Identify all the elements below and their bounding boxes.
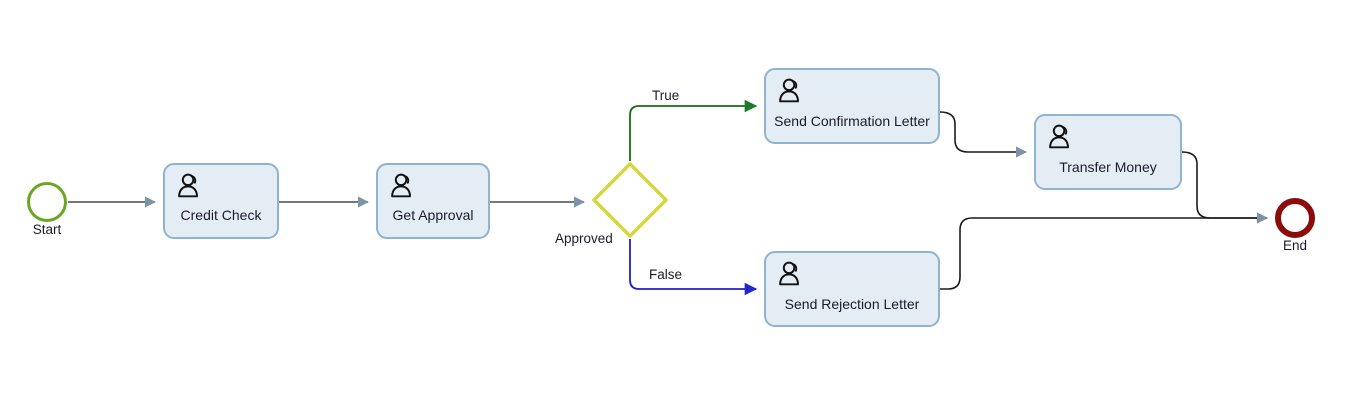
start-event-label: Start bbox=[32, 222, 62, 237]
user-task-icon bbox=[775, 259, 805, 289]
gateway-label-approved: Approved bbox=[555, 231, 613, 246]
edge-label-false: False bbox=[649, 267, 683, 282]
task-transfer-money[interactable]: Transfer Money bbox=[1034, 114, 1182, 190]
start-event[interactable] bbox=[27, 182, 67, 222]
gateway-diamond-shape bbox=[592, 162, 668, 238]
task-get-approval[interactable]: Get Approval bbox=[376, 163, 490, 239]
task-send-confirmation-letter[interactable]: Send Confirmation Letter bbox=[764, 68, 940, 144]
user-task-icon bbox=[174, 171, 204, 201]
edge-label-true: True bbox=[652, 88, 680, 103]
user-task-icon bbox=[775, 76, 805, 106]
gateway-approved[interactable] bbox=[591, 161, 669, 239]
task-label-transfer-money: Transfer Money bbox=[1059, 159, 1157, 175]
flow-transfer-money-to-end bbox=[1181, 151, 1269, 224]
end-event[interactable] bbox=[1275, 198, 1315, 238]
end-event-label: End bbox=[1282, 238, 1308, 253]
user-task-icon bbox=[387, 171, 417, 201]
task-credit-check[interactable]: Credit Check bbox=[163, 163, 279, 239]
task-label-get-approval: Get Approval bbox=[392, 207, 474, 223]
flow-gateway-false-to-send-rejection bbox=[629, 239, 758, 296]
task-label-credit-check: Credit Check bbox=[180, 207, 262, 223]
user-task-icon bbox=[1045, 122, 1075, 152]
task-label-send-rejection-letter: Send Rejection Letter bbox=[784, 296, 920, 312]
task-label-send-confirmation-letter: Send Confirmation Letter bbox=[774, 113, 930, 129]
flow-send-rejection-to-end bbox=[940, 212, 1269, 290]
flow-send-confirmation-to-transfer-money bbox=[939, 111, 1028, 158]
task-send-rejection-letter[interactable]: Send Rejection Letter bbox=[764, 251, 940, 327]
flow-gateway-true-to-send-confirmation bbox=[629, 99, 758, 161]
